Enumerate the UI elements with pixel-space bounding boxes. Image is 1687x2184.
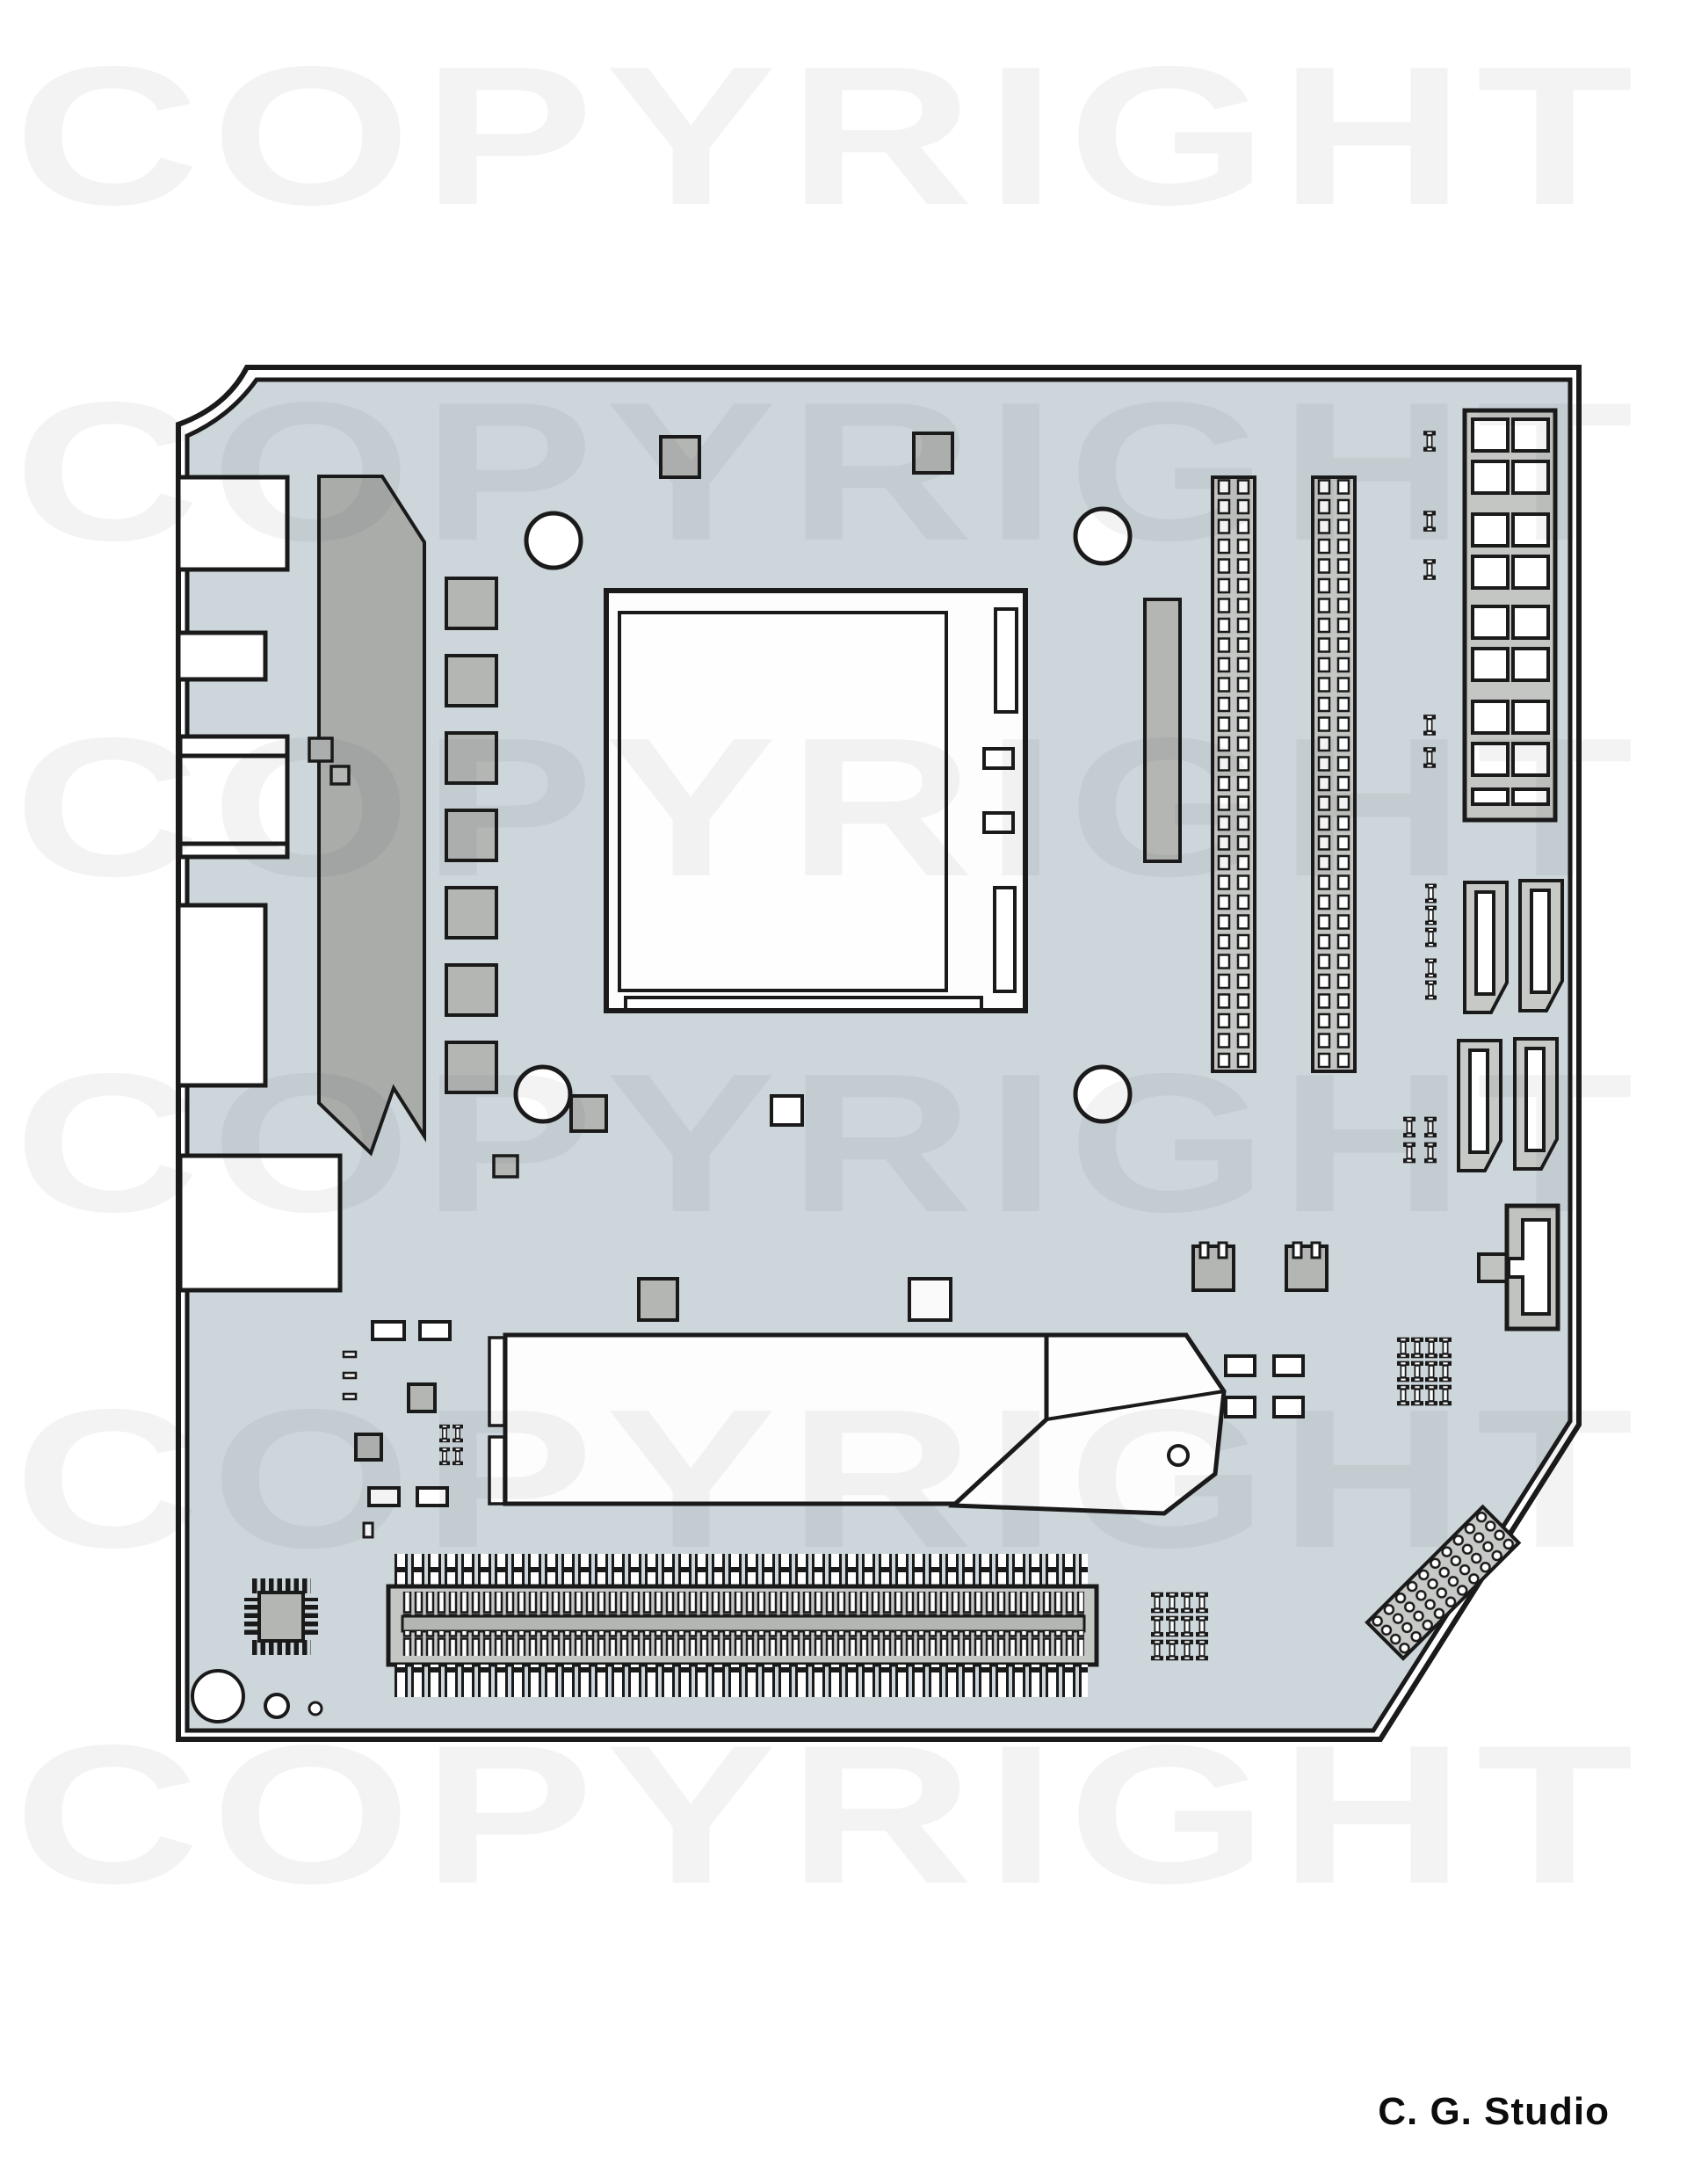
socket-bottom-bar [624,996,983,1012]
m2-module [488,1332,1227,1516]
io-port-ps2 [176,475,290,572]
mounting-hole [513,1064,573,1124]
smd-cluster-left [342,1320,463,1539]
usb-header [1285,1241,1329,1292]
mounting-hole [308,1701,323,1716]
smd-component [912,432,954,475]
pin-grid-header [1365,1504,1522,1661]
credit-text: C. G. Studio [1378,2090,1610,2133]
socket-lever-slot [994,607,1018,714]
io-port-audio-block [177,1153,343,1293]
vrm-bar [1143,598,1182,863]
smd-component [770,1094,804,1127]
mounting-holes [191,506,1133,1723]
smd-component [492,1154,519,1179]
smd-component [659,435,701,479]
mounting-hole [1073,506,1133,566]
smd-component [637,1277,679,1322]
socket-lever-slot [993,886,1017,993]
smd-component [308,736,334,763]
io-port-usb-stack [176,903,268,1088]
mounting-hole [1073,1064,1133,1124]
sata-port-3 [1457,1039,1502,1172]
atx-power-connector [1462,408,1558,823]
ram-slot-2 [1311,475,1357,1073]
sata-port-2 [1518,879,1564,1012]
socket-key [982,811,1015,834]
capacitor-column [445,577,498,1094]
sata-port-4 [1513,1037,1559,1171]
ram-slot-1 [1211,475,1256,1073]
sata-port-1 [1463,881,1509,1014]
qfp-chip [244,1578,318,1655]
smd-component [908,1277,952,1322]
m2-bracket [947,1332,1227,1516]
fan-power-connector [1477,1203,1560,1331]
cpu-socket [604,588,1028,1013]
mounting-hole [191,1669,245,1723]
heatsink [317,475,426,1157]
io-port-serial [176,630,268,682]
socket-key [982,747,1015,770]
io-ports [176,475,343,1293]
bracket-screw-hole [1167,1444,1190,1467]
mounting-hole [264,1693,290,1719]
pad-quad [1224,1354,1305,1419]
smd-component [329,765,351,786]
edge-connector [386,1554,1099,1697]
io-port-vga [177,734,290,860]
smd-component [569,1094,608,1133]
usb-header [1191,1241,1235,1292]
mounting-hole [524,511,583,570]
